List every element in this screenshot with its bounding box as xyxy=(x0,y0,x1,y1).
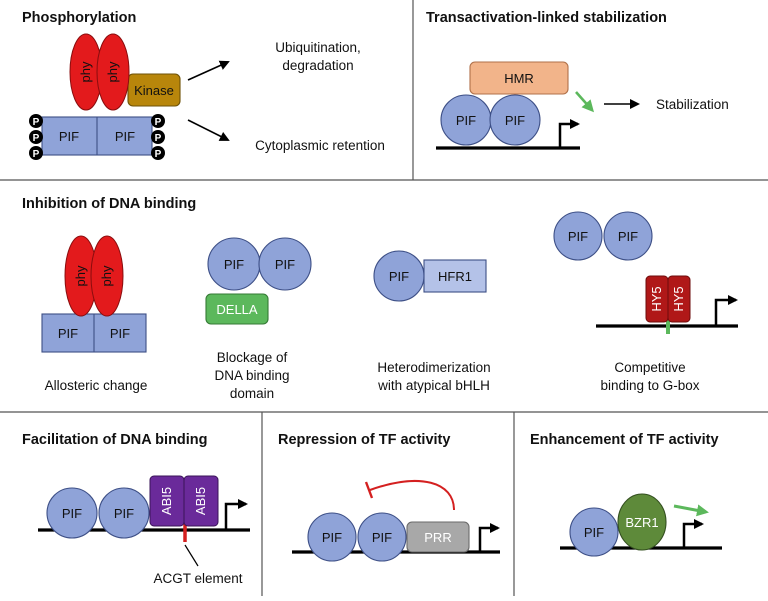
arrow-to-retention xyxy=(187,119,230,141)
pif-label: PIF xyxy=(110,326,130,341)
phy-ellipse xyxy=(96,33,130,111)
hfr1-box xyxy=(423,259,487,293)
panel-repression: Repression of TF activity PIF PIF PRR xyxy=(278,432,500,562)
pif-label: PIF xyxy=(59,129,79,144)
repression-arc xyxy=(369,479,455,511)
promoter-arrow xyxy=(558,119,580,148)
pif-circle xyxy=(258,237,312,291)
panel-title-inhibition: Inhibition of DNA binding xyxy=(22,196,196,212)
phosphate-label: P xyxy=(33,117,40,128)
abi5-box xyxy=(183,475,219,527)
pif-label: PIF xyxy=(584,525,604,540)
pif-label: PIF xyxy=(389,269,409,284)
kinase-label: Kinase xyxy=(134,83,174,98)
caption-competitive-line2: binding to G-box xyxy=(600,378,699,393)
della-label: DELLA xyxy=(216,302,258,317)
panel-title-transactivation: Transactivation-linked stabilization xyxy=(426,10,667,26)
abi5-label: ABI5 xyxy=(159,487,174,515)
element-pointer xyxy=(184,544,199,567)
pif-circle xyxy=(307,512,357,562)
promoter-arrow xyxy=(224,499,248,530)
pif-circle xyxy=(603,211,653,261)
green-activation-arrow xyxy=(575,91,594,113)
hy5-label: HY5 xyxy=(671,286,686,311)
panel-title-enhancement: Enhancement of TF activity xyxy=(530,432,719,448)
promoter-arrow xyxy=(714,295,738,326)
outcome-degradation: degradation xyxy=(282,58,353,73)
pif-label: PIF xyxy=(568,229,588,244)
outcome-stabilization: Stabilization xyxy=(656,97,729,112)
caption-competitive-line1: Competitive xyxy=(614,360,685,375)
panel-inhibition: Inhibition of DNA binding PIF PIF phy ph… xyxy=(22,196,738,401)
arrow-to-degradation xyxy=(187,60,230,81)
prr-label: PRR xyxy=(424,530,451,545)
pif-label: PIF xyxy=(58,326,78,341)
phosphate-label: P xyxy=(155,149,162,160)
panel-phosphorylation: Phosphorylation Kinase PIF PIF phy phy P… xyxy=(22,10,385,160)
pif-label: PIF xyxy=(505,113,525,128)
green-activation-arrow xyxy=(673,504,709,517)
pif-circle xyxy=(46,487,98,539)
panel-transactivation: Transactivation-linked stabilization HMR… xyxy=(426,10,729,150)
caption-blockage-line2: DNA binding xyxy=(214,368,289,383)
phosphate-label: P xyxy=(33,149,40,160)
pif-label: PIF xyxy=(115,129,135,144)
panel-title-phosphorylation: Phosphorylation xyxy=(22,10,136,26)
bzr1-ellipse xyxy=(617,493,667,551)
caption-blockage-line1: Blockage of xyxy=(217,350,288,365)
phy-label: phy xyxy=(73,265,88,286)
repression-bar xyxy=(364,481,374,499)
prr-box xyxy=(406,521,470,553)
bzr1-label: BZR1 xyxy=(625,515,658,530)
pif-circle xyxy=(357,512,407,562)
hmr-box xyxy=(469,61,569,95)
panel-facilitation: Facilitation of DNA binding PIF PIF ABI5… xyxy=(22,432,250,586)
phosphate-label: P xyxy=(155,117,162,128)
pif-label: PIF xyxy=(224,257,244,272)
outcome-ubiquitination: Ubiquitination, xyxy=(275,40,361,55)
phy-ellipse xyxy=(90,235,124,317)
pif-circle xyxy=(489,94,541,146)
kinase-box xyxy=(127,73,181,107)
phosphate-label: P xyxy=(155,133,162,144)
hmr-label: HMR xyxy=(504,71,534,86)
phosphate-group: P P P P P P xyxy=(29,114,165,160)
pif-circle xyxy=(98,487,150,539)
abi5-label: ABI5 xyxy=(193,487,208,515)
pif-label: PIF xyxy=(62,506,82,521)
pif-label: PIF xyxy=(456,113,476,128)
promoter-arrow xyxy=(478,523,500,552)
caption-hetero-line1: Heterodimerization xyxy=(377,360,490,375)
della-box xyxy=(205,293,269,325)
pif-circle xyxy=(553,211,603,261)
panel-title-repression: Repression of TF activity xyxy=(278,432,450,448)
caption-allosteric: Allosteric change xyxy=(45,378,148,393)
panel-title-facilitation: Facilitation of DNA binding xyxy=(22,432,208,448)
panel-enhancement: Enhancement of TF activity PIF BZR1 xyxy=(530,432,722,557)
outcome-cytoplasmic-retention: Cytoplasmic retention xyxy=(255,138,385,153)
phy-label: phy xyxy=(99,265,114,286)
pif-label: PIF xyxy=(372,530,392,545)
acgt-element-label: ACGT element xyxy=(153,571,242,586)
phy-label: phy xyxy=(105,61,120,82)
hfr1-label: HFR1 xyxy=(438,269,472,284)
pif-circle xyxy=(569,507,619,557)
promoter-arrow xyxy=(682,519,704,548)
pif-label: PIF xyxy=(114,506,134,521)
pif-label: PIF xyxy=(322,530,342,545)
phosphate-label: P xyxy=(33,133,40,144)
hy5-label: HY5 xyxy=(649,286,664,311)
hy5-box xyxy=(667,275,691,323)
pif-label: PIF xyxy=(618,229,638,244)
caption-blockage-line3: domain xyxy=(230,386,274,401)
pif-label: PIF xyxy=(275,257,295,272)
phy-label: phy xyxy=(78,61,93,82)
caption-hetero-line2: with atypical bHLH xyxy=(377,378,490,393)
